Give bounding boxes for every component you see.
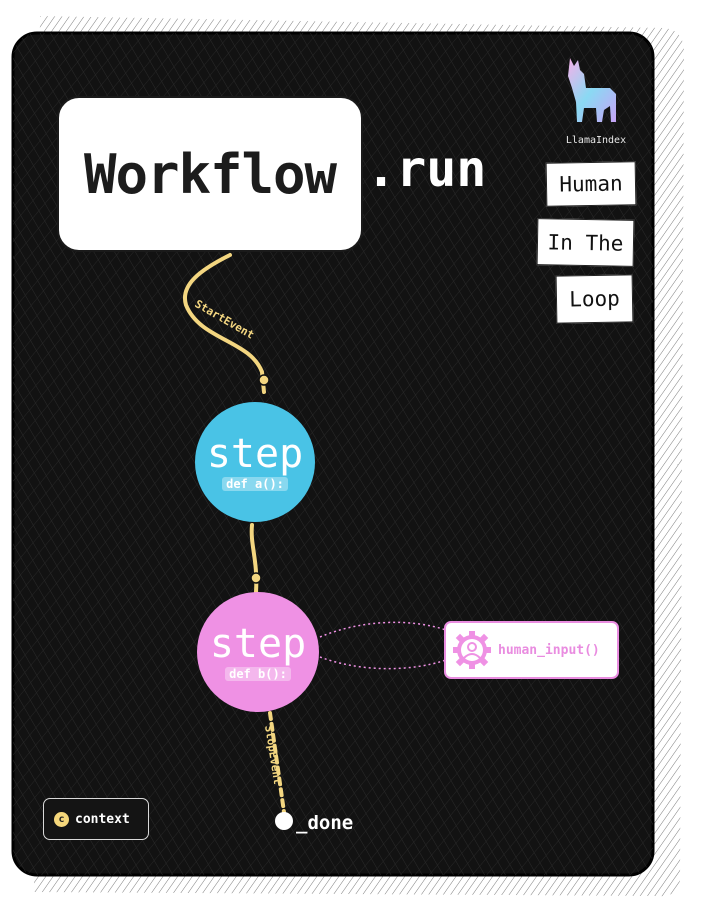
- step-b-code: def b():: [225, 667, 291, 681]
- start-port: [258, 374, 270, 386]
- brand-name: LlamaIndex: [565, 135, 627, 146]
- step-b-node[interactable]: step def b():: [197, 592, 319, 712]
- human-link-bottom: [319, 656, 447, 670]
- done-node: [275, 812, 293, 830]
- user-gear-icon: [453, 631, 491, 669]
- step-a-node[interactable]: step def a():: [195, 402, 315, 522]
- context-badge: c context: [43, 798, 149, 840]
- tag-in-the: In The: [536, 218, 635, 267]
- human-input-node[interactable]: human_input(): [444, 621, 619, 679]
- title-suffix: .run: [366, 140, 487, 198]
- llama-icon: [568, 58, 616, 122]
- done-label: _done: [296, 812, 354, 834]
- context-label: context: [75, 811, 130, 827]
- title-box: Workflow: [57, 96, 363, 252]
- tag-human: Human: [545, 161, 637, 207]
- stop-event-edge: [268, 711, 286, 814]
- b-port: [250, 572, 262, 584]
- start-event-edge: [182, 253, 266, 394]
- step-a-code: def a():: [222, 477, 288, 491]
- page-title: Workflow: [83, 142, 337, 206]
- step-b-title: step: [209, 621, 307, 667]
- context-icon: c: [54, 811, 69, 827]
- human-input-label: human_input(): [498, 642, 600, 658]
- step-a-title: step: [206, 431, 304, 477]
- human-link-top: [319, 621, 447, 638]
- tag-loop: Loop: [555, 274, 634, 324]
